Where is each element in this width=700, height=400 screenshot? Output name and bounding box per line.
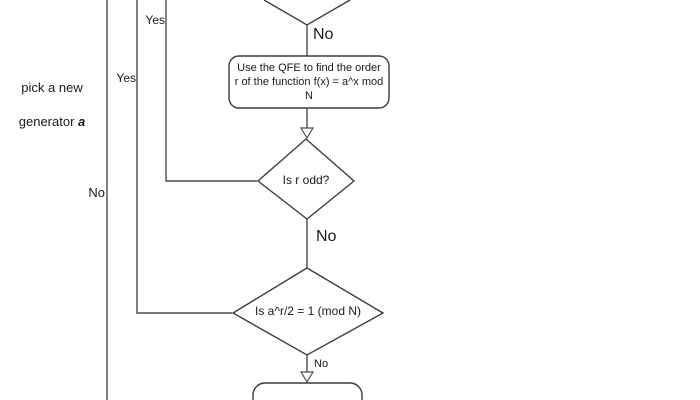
side-annotation-line1: pick a new	[21, 80, 83, 95]
edge-label-no-left: No	[88, 185, 105, 200]
generator-variable: a	[78, 114, 86, 129]
edge-label-no-top: No	[313, 26, 334, 43]
yes-branch-line-inner	[136, 0, 232, 314]
result-node-partial	[252, 382, 363, 400]
is-r-odd-node-label: Is r odd?	[282, 173, 330, 187]
edge-label-no-bottom: No	[314, 358, 329, 370]
qfe-node-label: Use the QFE to find the order r of the f…	[234, 62, 384, 102]
edge-label-yes-inner: Yes	[116, 71, 136, 85]
top-decision-node-partial	[263, 0, 351, 26]
edge-label-no-mid: No	[316, 228, 337, 245]
edge-label-yes-outer: Yes	[145, 13, 165, 27]
side-annotation-pick-new-generator: pick a new generator a	[6, 62, 98, 147]
mod-check-node-label: Is a^r/2 = 1 (mod N)	[255, 304, 361, 318]
side-annotation-line2: generator a	[18, 114, 86, 129]
arrow-down-head-icon	[299, 127, 315, 140]
yes-branch-line-outer	[165, 0, 257, 182]
arrow-down-head-icon	[299, 371, 315, 384]
qfe-process-node	[228, 55, 390, 109]
